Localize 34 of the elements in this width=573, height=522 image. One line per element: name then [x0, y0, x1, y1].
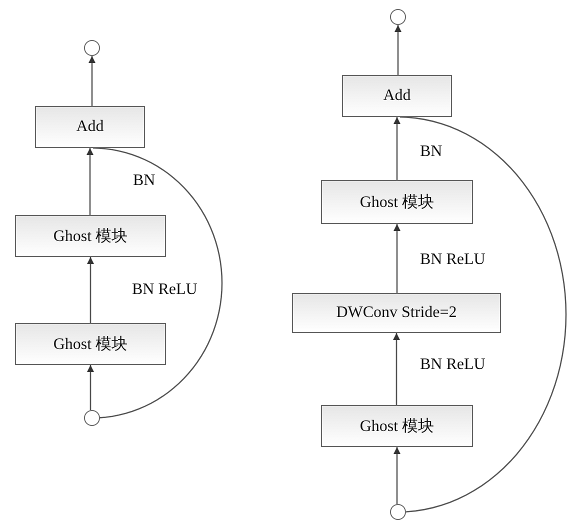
- circle-node: [390, 9, 406, 25]
- arrow: [88, 56, 96, 106]
- skip-connection-arc: [92, 147, 223, 419]
- process-box: [15, 215, 166, 257]
- operation-label: BN: [133, 172, 156, 190]
- circle-node: [84, 410, 100, 426]
- process-box: [15, 323, 166, 365]
- node-label: Ghost 模块: [360, 192, 434, 212]
- arrow: [87, 257, 94, 323]
- operation-label: BN ReLU: [132, 281, 198, 299]
- operation-label: BN: [420, 143, 442, 161]
- operation-label: BN ReLU: [420, 356, 486, 374]
- arrow: [394, 25, 402, 75]
- node-label: DWConv Stride=2: [336, 304, 457, 322]
- arrow: [86, 148, 94, 215]
- operation-label: BN ReLU: [420, 251, 486, 269]
- circle-node: [84, 40, 100, 56]
- arrow: [394, 447, 400, 504]
- process-box: [321, 180, 473, 224]
- arrow: [394, 224, 400, 293]
- arrow: [394, 117, 400, 180]
- arrow: [393, 333, 400, 405]
- process-box: [321, 405, 473, 447]
- node-label: Add: [76, 118, 104, 136]
- arrow: [87, 365, 94, 410]
- circle-node: [390, 504, 406, 520]
- process-box: [342, 75, 452, 117]
- skip-connection-arc: [400, 116, 567, 513]
- process-box: [292, 293, 501, 333]
- node-label: Add: [383, 87, 411, 105]
- node-label: Ghost 模块: [53, 226, 128, 246]
- node-label: Ghost 模块: [53, 334, 128, 354]
- process-box: [35, 106, 145, 148]
- node-label: Ghost 模块: [360, 416, 434, 436]
